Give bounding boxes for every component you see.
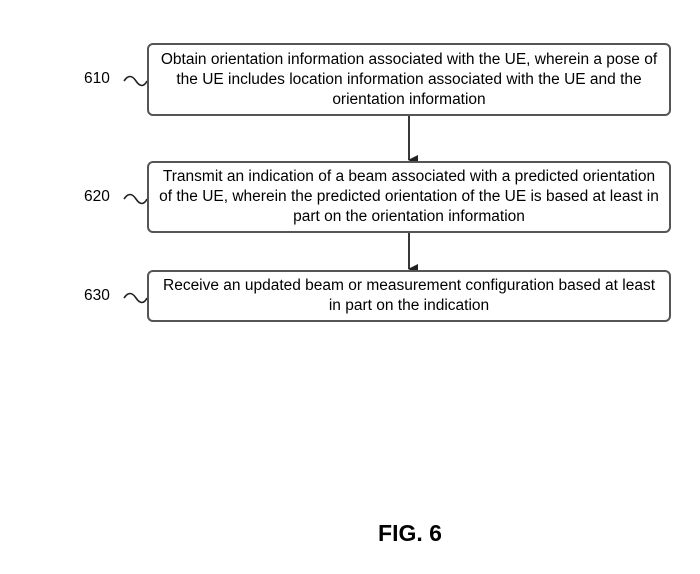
leader-squiggle-610 xyxy=(123,75,148,87)
step-box-630: Receive an updated beam or measurement c… xyxy=(147,270,671,322)
step-label-610: 610 xyxy=(84,70,110,87)
step-label-620: 620 xyxy=(84,188,110,205)
step-text-620: Transmit an indication of a beam associa… xyxy=(159,168,659,225)
leader-squiggle-630 xyxy=(123,292,148,304)
step-box-610: Obtain orientation information associate… xyxy=(147,43,671,116)
figure-caption: FIG. 6 xyxy=(378,520,442,546)
leader-squiggle-620 xyxy=(123,193,148,205)
step-text-610: Obtain orientation information associate… xyxy=(160,50,658,108)
step-box-620: Transmit an indication of a beam associa… xyxy=(147,161,671,233)
step-text-630: Receive an updated beam or measurement c… xyxy=(163,277,655,314)
step-label-630: 630 xyxy=(84,287,110,304)
